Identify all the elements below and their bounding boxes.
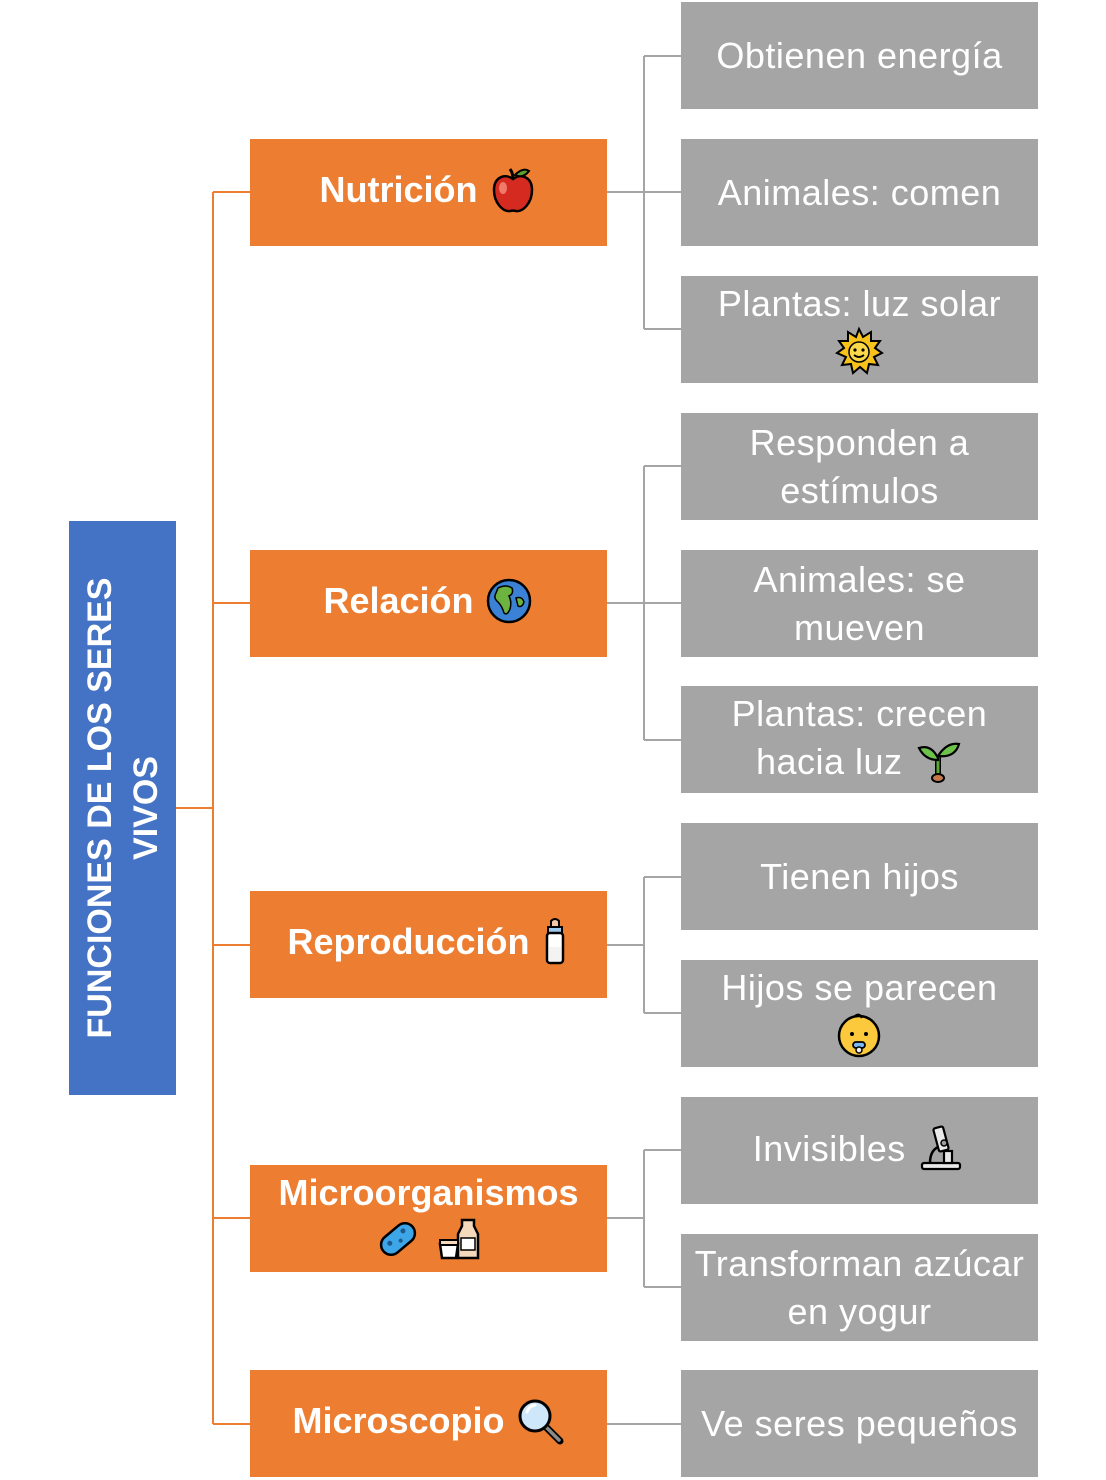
category-nutricion: Nutrición	[250, 139, 607, 246]
leaf-text: Responden a estímulos	[749, 421, 970, 511]
milk-jug-icon	[434, 1214, 484, 1264]
leaf-text: Plantas: luz solar	[717, 282, 1002, 324]
leaf-node: Plantas: crecen hacia luz	[681, 686, 1038, 793]
globe-icon	[484, 576, 534, 626]
leaf-text: Tienen hijos	[760, 855, 959, 897]
root-connectors	[176, 191, 250, 1425]
leaf-node: Plantas: luz solar	[681, 276, 1038, 383]
leaf-node: Ve seres pequeños	[681, 1370, 1038, 1477]
leaf-text: Invisibles	[752, 1127, 906, 1169]
category-label: Microscopio	[292, 1400, 505, 1442]
leaf-text: Animales: se mueven	[753, 558, 966, 648]
category-label: Relación	[323, 580, 474, 622]
microbe-icon	[373, 1214, 423, 1264]
leaf-node: Obtienen energía	[681, 2, 1038, 109]
leaf-node: Animales: comen	[681, 139, 1038, 246]
category-microscopio: Microscopio	[250, 1370, 607, 1477]
leaf-node: Hijos se parecen	[681, 960, 1038, 1067]
category-label: Nutrición	[319, 169, 478, 211]
leaf-node: Animales: se mueven	[681, 550, 1038, 657]
seedling-icon	[913, 736, 963, 786]
leaf-text: Animales: comen	[717, 171, 1002, 213]
baby-icon	[834, 1010, 884, 1060]
category-reproduccion: Reproducción	[250, 891, 607, 998]
leaf-text: Hijos se parecen	[721, 966, 998, 1008]
leaf-node: Transforman azúcar en yogur	[681, 1234, 1038, 1341]
category-relacion: Relación	[250, 550, 607, 657]
leaf-node: Invisibles	[681, 1097, 1038, 1204]
leaf-node: Responden a estímulos	[681, 413, 1038, 520]
microscope-icon	[916, 1123, 966, 1173]
leaf-node: Tienen hijos	[681, 823, 1038, 930]
sun-icon	[834, 326, 885, 376]
leaf-text: Obtienen energía	[716, 34, 1003, 76]
apple-icon	[488, 165, 538, 215]
magnifier-icon	[515, 1396, 565, 1446]
root-title: FUNCIONES DE LOS SERES VIVOS	[80, 577, 165, 1039]
baby-bottle-icon	[540, 917, 570, 967]
category-microorganismos: Microorganismos	[250, 1165, 607, 1272]
leaf-connectors	[607, 55, 681, 1425]
root-node: FUNCIONES DE LOS SERES VIVOS	[69, 521, 176, 1095]
leaf-text: Ve seres pequeños	[701, 1402, 1018, 1444]
leaf-text: Plantas: crecen hacia luz	[731, 692, 988, 782]
category-label: Reproducción	[287, 921, 530, 963]
category-label: Microorganismos	[278, 1172, 579, 1214]
leaf-text: Transforman azúcar en yogur	[694, 1242, 1025, 1332]
